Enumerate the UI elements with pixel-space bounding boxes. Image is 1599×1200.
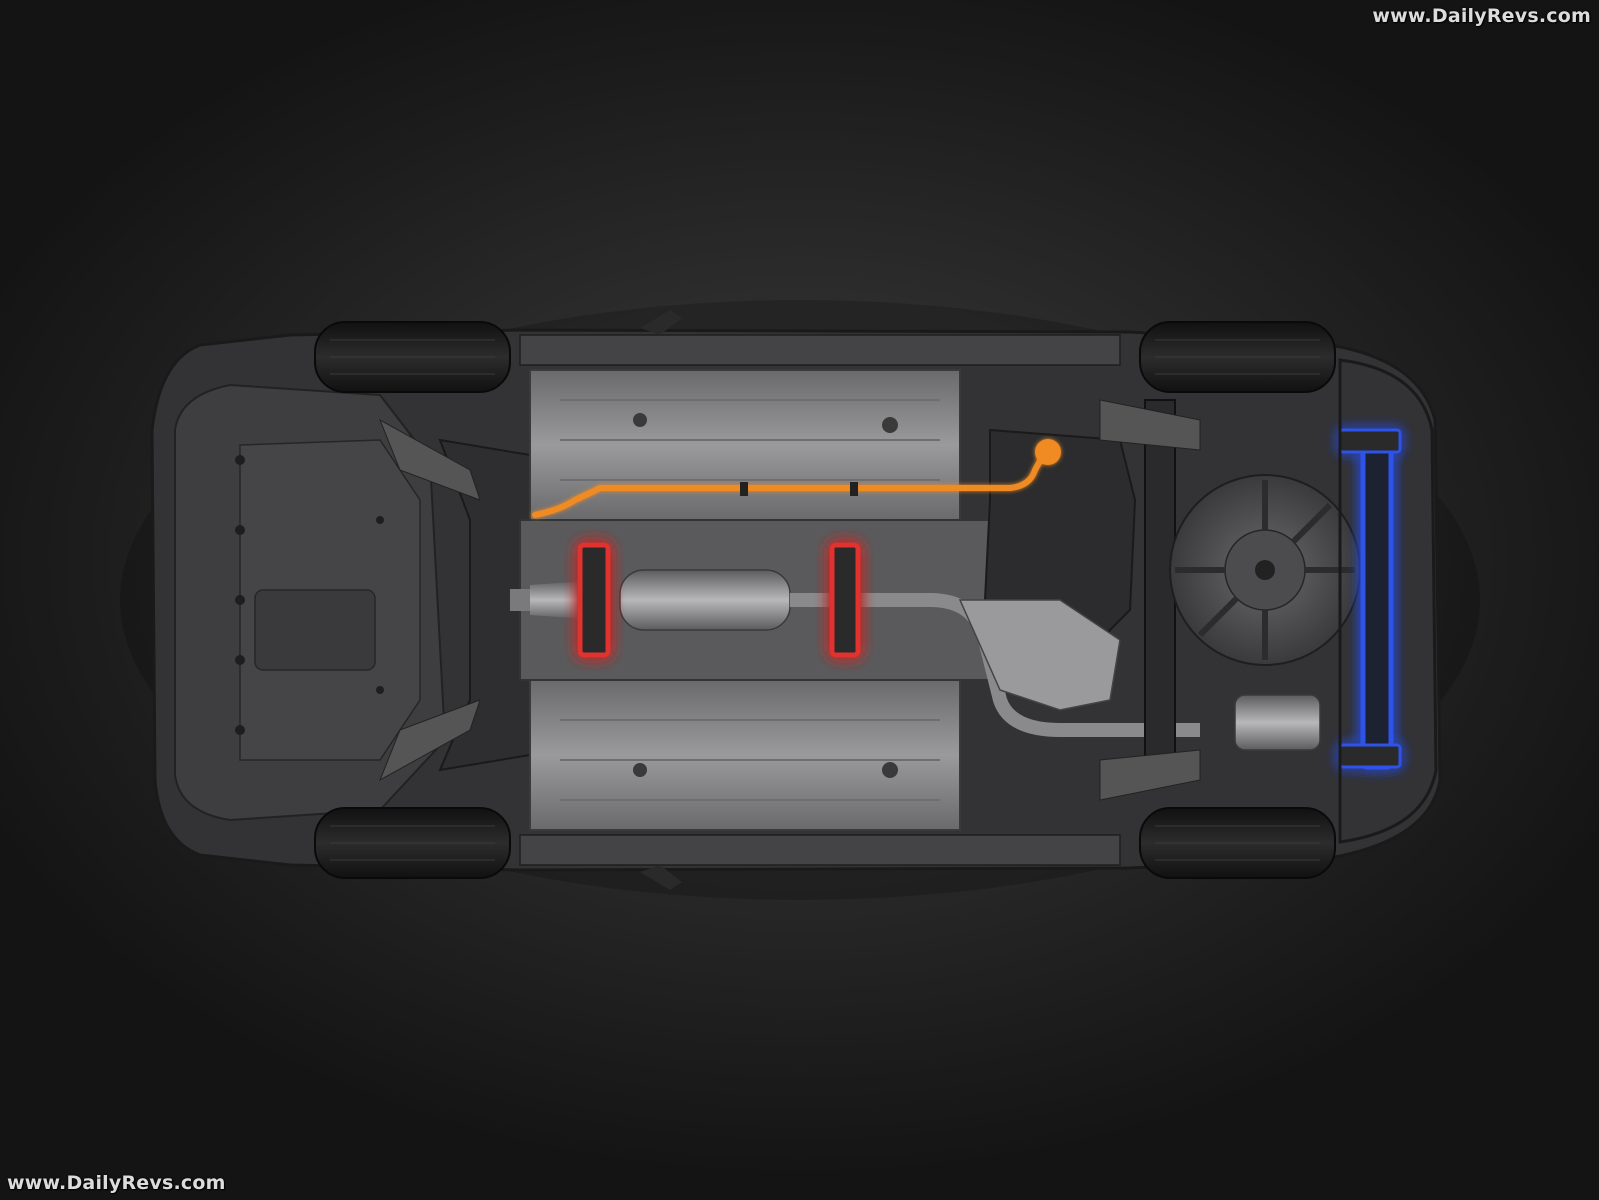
rear-bumper — [1338, 358, 1438, 844]
fuel-line-highlight — [532, 449, 1048, 518]
center-tunnel-braces-highlight — [577, 542, 861, 658]
rear-suspension-arms — [1099, 399, 1201, 801]
floor-pan-right — [529, 679, 961, 831]
fuel-filler-neck-highlight — [1035, 439, 1061, 465]
floor-pan-left — [529, 369, 961, 521]
watermark-bottom-left: www.DailyRevs.com — [7, 1172, 226, 1194]
watermark-top-right: www.DailyRevs.com — [1372, 5, 1591, 27]
tire-front-left — [314, 321, 511, 393]
floor-plugs — [633, 413, 898, 778]
floor-ribs — [560, 399, 940, 801]
mirror-right — [640, 865, 682, 890]
rear-cross-beam — [1144, 399, 1176, 781]
tire-front-right — [314, 807, 511, 879]
undercover-access-panel — [254, 589, 376, 671]
tire-rear-left — [1139, 321, 1336, 393]
spare-tire-well — [1169, 474, 1361, 666]
tire-rear-right — [1139, 807, 1336, 879]
side-sill-top — [519, 334, 1121, 366]
undercover-bolts — [235, 455, 384, 735]
mirror-left — [640, 310, 682, 335]
rear-brace-highlight — [1338, 428, 1402, 770]
heat-shield — [958, 599, 1121, 711]
fuel-line-clips — [740, 482, 858, 496]
front-suspension-arms — [379, 418, 481, 782]
side-sill-bottom — [519, 834, 1121, 866]
